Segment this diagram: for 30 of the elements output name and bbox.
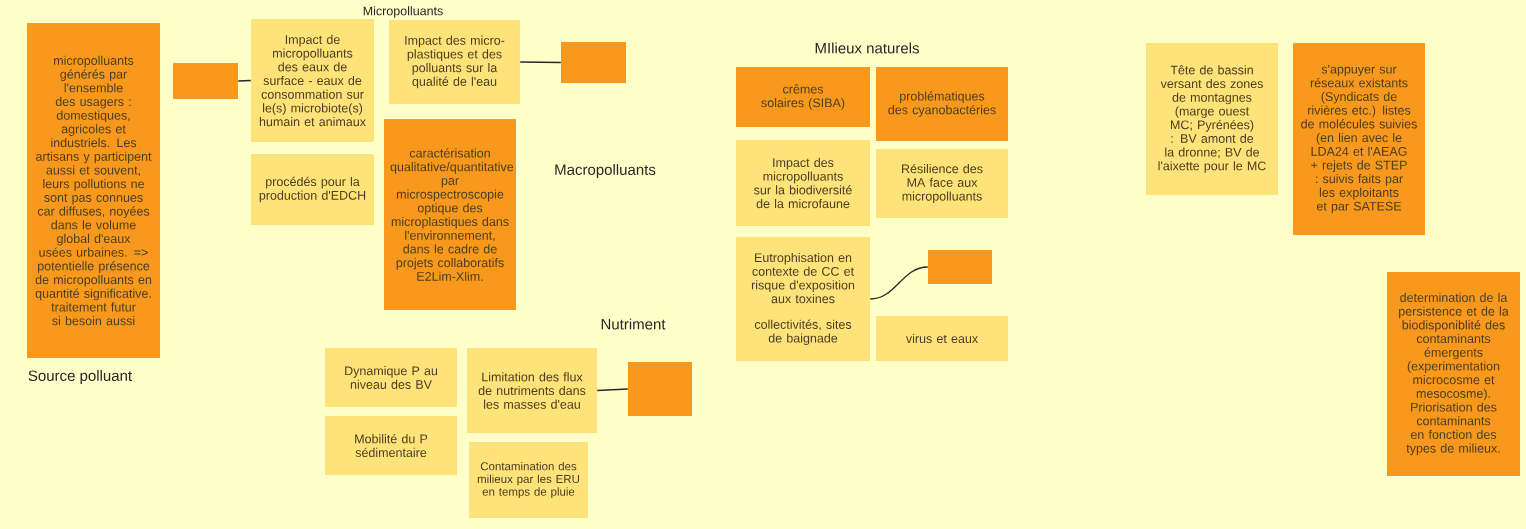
sticky-note: virus et eaux <box>876 316 1008 361</box>
sticky-note: micropolluants générés par l'ensemble des usagers : domestiques, agricoles et industriels. Les artisans y participent aussi et souvent, leurs pollutions ne sont pas connues car diffuses, noyées dans le volume global d'eaux usées urbaines. => potentielle présence de micropolluants en quantité significative. traitement futur si besoin aussi <box>27 23 160 358</box>
sticky-note: Mobilité du P sédimentaire <box>325 416 457 475</box>
section-heading: MIlieux naturels <box>815 42 919 54</box>
connector-line <box>596 388 629 392</box>
sticky-note: Limitation des flux de nutriments dans les masses d'eau <box>467 348 597 433</box>
section-heading: Micropolluants <box>363 6 443 18</box>
small-sticky-note <box>628 362 692 416</box>
connector-line <box>519 61 562 64</box>
sticky-note: Dynamique P au niveau des BV <box>325 348 457 407</box>
small-sticky-note <box>928 250 992 284</box>
sticky-note: caractérisation qualitative/quantitative par microspectroscopie optique des microplastiques dans l'environnement, dans le cadre de projets collaboratifs E2Lim-Xlim. <box>384 119 516 310</box>
small-sticky-note <box>561 42 626 83</box>
sticky-note: crêmes solaires (SIBA) <box>736 67 870 127</box>
small-sticky-note <box>173 63 238 99</box>
sticky-note: s'appuyer sur réseaux existants (Syndicats de rivières etc.) listes de molécules suivies (en lien avec le LDA24 et l'AEAG + rejets de STEP : suivis faits par les exploitants et par SATESE <box>1293 43 1425 235</box>
connector-line <box>237 79 252 82</box>
connector-line <box>869 266 929 300</box>
sticky-note: Impact des micropolluants sur la biodiversité de la microfaune <box>736 140 870 226</box>
sticky-note: Eutrophisation en contexte de CC et risque d'exposition aux toxines collectivités, sites de baignade <box>736 237 870 361</box>
sticky-note: determination de la persistence et de la biodisponiblité des contaminants émergents (experimentation microcosme et mesocosme). Priorisation des contaminants en fonction des types de milieux. <box>1387 272 1520 476</box>
section-heading: Nutriment <box>601 318 666 330</box>
section-heading: Macropolluants <box>555 164 656 178</box>
sticky-note: Résilience des MA face aux micropolluants <box>876 149 1008 218</box>
sticky-note: Impact de micropolluants des eaux de surface - eaux de consommation sur le(s) microbiote(s) humain et animaux <box>251 19 374 142</box>
sticky-note: Tête de bassin versant des zones de montagnes (marge ouest MC; Pyrénées) : BV amont de la dronne; BV de l'aixette pour le MC <box>1146 43 1278 195</box>
sticky-note: Contamination des milieux par les ERU en temps de pluie <box>469 442 588 518</box>
sticky-note: problématiques des cyanobactéries <box>876 67 1008 141</box>
sticky-note: procédés pour la production d'EDCH <box>251 154 374 225</box>
sticky-note: Impact des micro-plastiques et des polluants sur la qualité de l'eau <box>389 20 520 104</box>
